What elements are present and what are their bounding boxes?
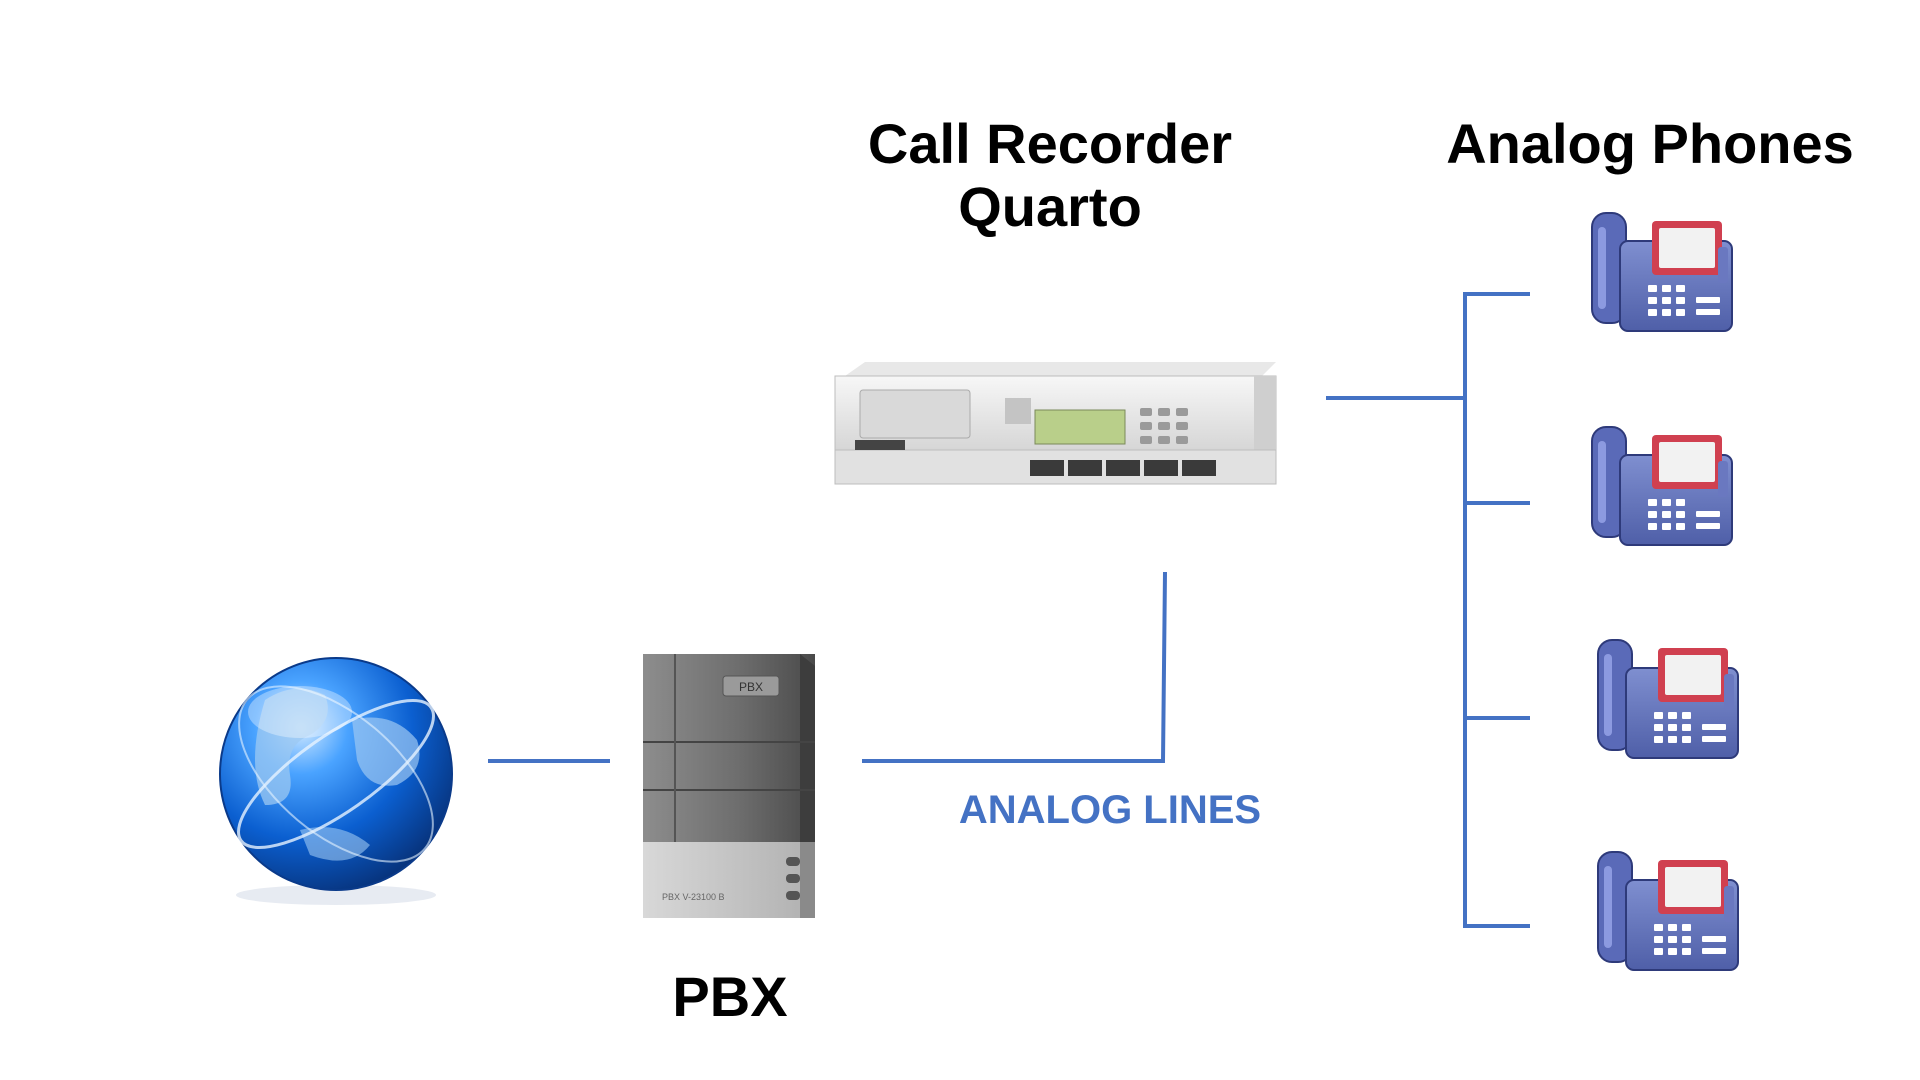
call-recorder-device-icon bbox=[834, 362, 1277, 485]
globe-icon bbox=[219, 657, 453, 905]
desk-phone-icon bbox=[1591, 426, 1733, 546]
call-recorder-title: Call Recorder Quarto bbox=[820, 112, 1280, 238]
connection-lines bbox=[488, 292, 1530, 928]
pbx-model-label: PBX V-23100 B bbox=[662, 892, 725, 902]
call-recorder-title-line1: Call Recorder bbox=[867, 112, 1233, 175]
call-recorder-title-line2: Quarto bbox=[958, 174, 1142, 238]
pbx-title: PBX bbox=[672, 965, 788, 1028]
desk-phone-icon bbox=[1597, 851, 1739, 971]
analog-lines-connector bbox=[862, 571, 1167, 763]
desk-phone-icon bbox=[1597, 639, 1739, 759]
pbx-unit-icon: PBX PBX V-23100 B bbox=[643, 654, 815, 918]
analog-lines-caption: ANALOG LINES bbox=[958, 788, 1262, 832]
pbx-badge: PBX bbox=[739, 680, 763, 694]
analog-phones-title: Analog Phones bbox=[1446, 112, 1854, 175]
desk-phone-icon bbox=[1591, 212, 1733, 332]
